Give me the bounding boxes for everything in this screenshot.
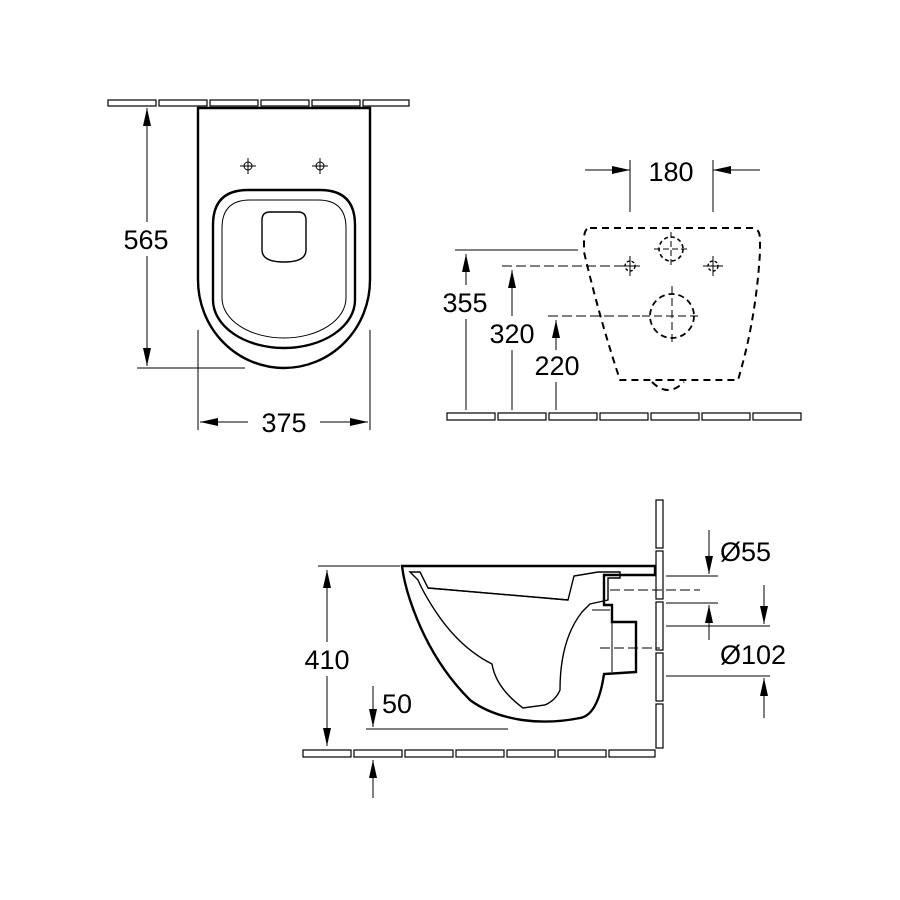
height-320-label: 320: [489, 319, 534, 349]
height-355-label: 355: [442, 288, 487, 318]
floor-gap-dimension: 50: [366, 686, 508, 798]
rear-bowl-outline[interactable]: [583, 227, 761, 381]
bowl-profile-outer: [400, 564, 657, 723]
inlet-hole: [654, 232, 688, 266]
bowl-outline-top: [196, 106, 372, 370]
height-410-dimension: 410: [296, 565, 400, 746]
inlet-diameter-label: Ø55: [720, 537, 771, 567]
wall-bolt-hole-right: [703, 256, 723, 276]
height-220-dimension: 220: [528, 315, 640, 410]
seat-fixing-hole-left: [240, 158, 256, 174]
height-320-dimension: 320: [480, 265, 620, 410]
height-220-label: 220: [534, 351, 579, 381]
side-view-wall: [655, 499, 664, 749]
rear-view-floor: [446, 412, 802, 421]
bowl-rim-top: [211, 188, 357, 350]
outlet-hole: [642, 286, 702, 346]
inlet-diameter-dimension: Ø55: [610, 530, 771, 640]
height-410-label: 410: [304, 645, 349, 675]
seat-fixing-hole-right: [312, 158, 328, 174]
height-355-dimension: 355: [432, 249, 578, 410]
outlet-diameter-dimension: Ø102: [600, 585, 786, 718]
water-outlet-top: [261, 211, 307, 263]
side-view-floor: [302, 749, 656, 758]
rear-view: 180 355 320 220: [432, 157, 802, 421]
bowl-profile-inner: [408, 571, 621, 709]
bowl-inner-rim: [221, 199, 347, 339]
top-view: 565 375: [107, 99, 410, 438]
top-view-wall: [107, 99, 410, 107]
hole-spacing-dimension: 180: [585, 157, 760, 212]
outlet-diameter-label: Ø102: [720, 640, 786, 670]
width-dimension: 375: [197, 330, 371, 438]
width-label: 375: [261, 408, 306, 438]
floor-gap-label: 50: [382, 689, 412, 719]
depth-dimension: 565: [112, 108, 245, 369]
wall-bolt-hole-left: [620, 256, 640, 276]
hole-spacing-label: 180: [648, 157, 693, 187]
depth-label: 565: [123, 225, 168, 255]
side-view: 410 50 Ø55: [296, 499, 786, 798]
